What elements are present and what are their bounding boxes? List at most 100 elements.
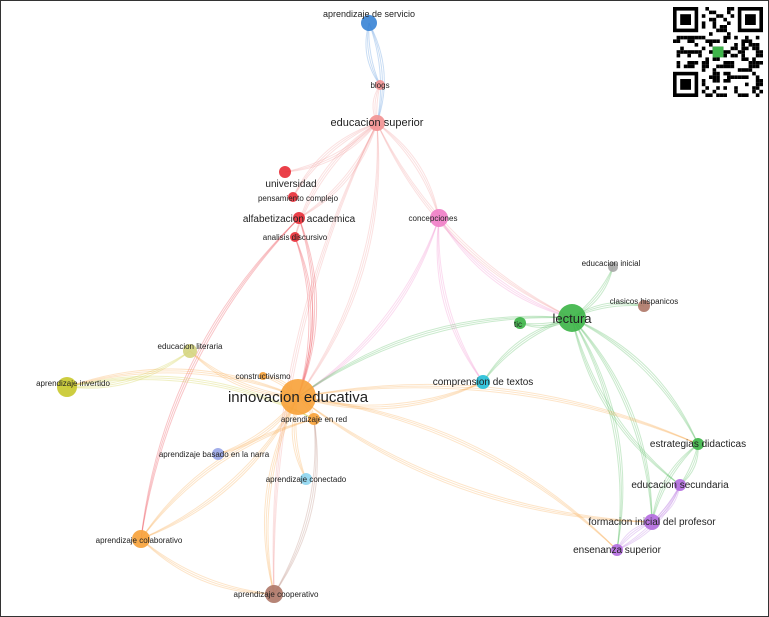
- node-estrategias-didacticas[interactable]: [692, 438, 704, 450]
- node-tic[interactable]: [514, 317, 526, 329]
- qr-module: [755, 43, 760, 47]
- node-label-aprendizaje-servicio: aprendizaje de servicio: [323, 9, 415, 19]
- qr-module: [723, 35, 727, 40]
- node-aprendizaje-servicio[interactable]: [361, 15, 377, 31]
- qr-module: [676, 61, 681, 65]
- node-lectura[interactable]: [558, 304, 586, 332]
- qr-module: [745, 75, 749, 79]
- node-concepciones[interactable]: [430, 209, 448, 227]
- qr-module: [745, 57, 749, 61]
- qr-module: [712, 39, 717, 43]
- qr-module: [730, 61, 735, 65]
- network-edge: [376, 122, 573, 319]
- node-blogs[interactable]: [375, 80, 385, 90]
- node-educacion-literaria[interactable]: [183, 344, 197, 358]
- network-edge: [263, 396, 299, 595]
- network-edge: [679, 443, 699, 486]
- qr-module: [759, 79, 763, 83]
- qr-module: [734, 35, 738, 40]
- node-label-aprendizaje-en-red: aprendizaje en red: [281, 415, 347, 424]
- qr-module: [759, 89, 763, 94]
- qr-module: [712, 21, 717, 25]
- node-ensenanza-superior[interactable]: [611, 544, 623, 556]
- node-educacion-superior[interactable]: [369, 115, 385, 131]
- network-edge: [571, 317, 653, 523]
- qr-module: [701, 25, 706, 29]
- node-aprendizaje-colaborativo[interactable]: [132, 530, 150, 548]
- qr-module: [730, 64, 735, 69]
- network-edge: [571, 317, 624, 551]
- network-edge: [298, 122, 378, 219]
- network-edge: [376, 122, 573, 319]
- network-edge: [297, 217, 318, 398]
- node-formacion-inicial-profesor[interactable]: [644, 514, 660, 530]
- node-aprendizaje-en-red[interactable]: [308, 413, 320, 425]
- qr-module: [691, 64, 695, 69]
- qr-module: [737, 50, 742, 54]
- qr-module: [698, 53, 702, 58]
- qr-module: [716, 39, 720, 43]
- network-edge: [297, 217, 314, 398]
- qr-module: [683, 35, 688, 40]
- qr-module: [705, 61, 709, 65]
- node-aprendizaje-conectado[interactable]: [300, 473, 312, 485]
- node-label-concepciones: concepciones: [409, 214, 458, 223]
- qr-module: [734, 86, 738, 90]
- qr-module: [687, 53, 691, 58]
- qr-module: [716, 93, 720, 97]
- network-edge: [436, 217, 484, 383]
- qr-module: [691, 50, 695, 54]
- qr-module: [716, 71, 720, 76]
- node-pensamiento-complejo[interactable]: [288, 192, 298, 202]
- node-comprension-textos[interactable]: [476, 375, 490, 389]
- network-edge: [140, 396, 299, 540]
- network-edge: [571, 317, 621, 551]
- qr-module: [680, 79, 691, 90]
- qr-module: [752, 64, 756, 69]
- network-edge: [297, 122, 380, 398]
- qr-module: [723, 64, 727, 69]
- node-aprendizaje-cooperativo[interactable]: [265, 585, 283, 603]
- node-innovacion-educativa[interactable]: [280, 379, 316, 415]
- network-edge: [368, 22, 383, 124]
- qr-module: [755, 53, 760, 58]
- qr-module: [687, 64, 691, 69]
- node-educacion-inicial[interactable]: [608, 262, 618, 272]
- node-alfabetizacion-academica[interactable]: [293, 212, 305, 224]
- network-edge: [571, 317, 699, 445]
- qr-module: [748, 43, 753, 47]
- network-edge: [297, 316, 573, 398]
- qr-module: [709, 50, 713, 54]
- qr-module: [716, 28, 720, 33]
- node-layer: [57, 15, 704, 603]
- node-constructivismo[interactable]: [259, 372, 267, 380]
- network-edge: [651, 443, 699, 523]
- node-label-estrategias-didacticas: estrategias didacticas: [650, 439, 746, 450]
- node-clasicos-hispanicos[interactable]: [638, 300, 650, 312]
- node-educacion-secundaria[interactable]: [674, 479, 686, 491]
- node-aprendizaje-basado-narra[interactable]: [212, 448, 224, 460]
- network-edge: [140, 396, 299, 540]
- node-aprendizaje-invertido[interactable]: [57, 377, 77, 397]
- qr-module: [755, 64, 760, 69]
- qr-module: [737, 68, 742, 72]
- node-universidad[interactable]: [279, 166, 291, 178]
- network-edge: [140, 217, 300, 540]
- qr-module: [727, 71, 731, 76]
- qr-module: [734, 53, 738, 58]
- network-edge: [297, 217, 440, 398]
- network-edge: [571, 317, 699, 445]
- node-analisis-discursivo[interactable]: [290, 232, 300, 242]
- network-edge: [297, 396, 653, 523]
- qr-module: [709, 17, 713, 22]
- network-edge: [297, 317, 573, 398]
- network-edge: [292, 122, 378, 198]
- network-edge: [273, 418, 316, 595]
- qr-module: [716, 57, 720, 61]
- qr-module: [755, 86, 760, 90]
- network-edge: [284, 122, 378, 173]
- qr-module: [676, 50, 681, 54]
- qr-module: [712, 68, 717, 72]
- qr-module: [752, 61, 756, 65]
